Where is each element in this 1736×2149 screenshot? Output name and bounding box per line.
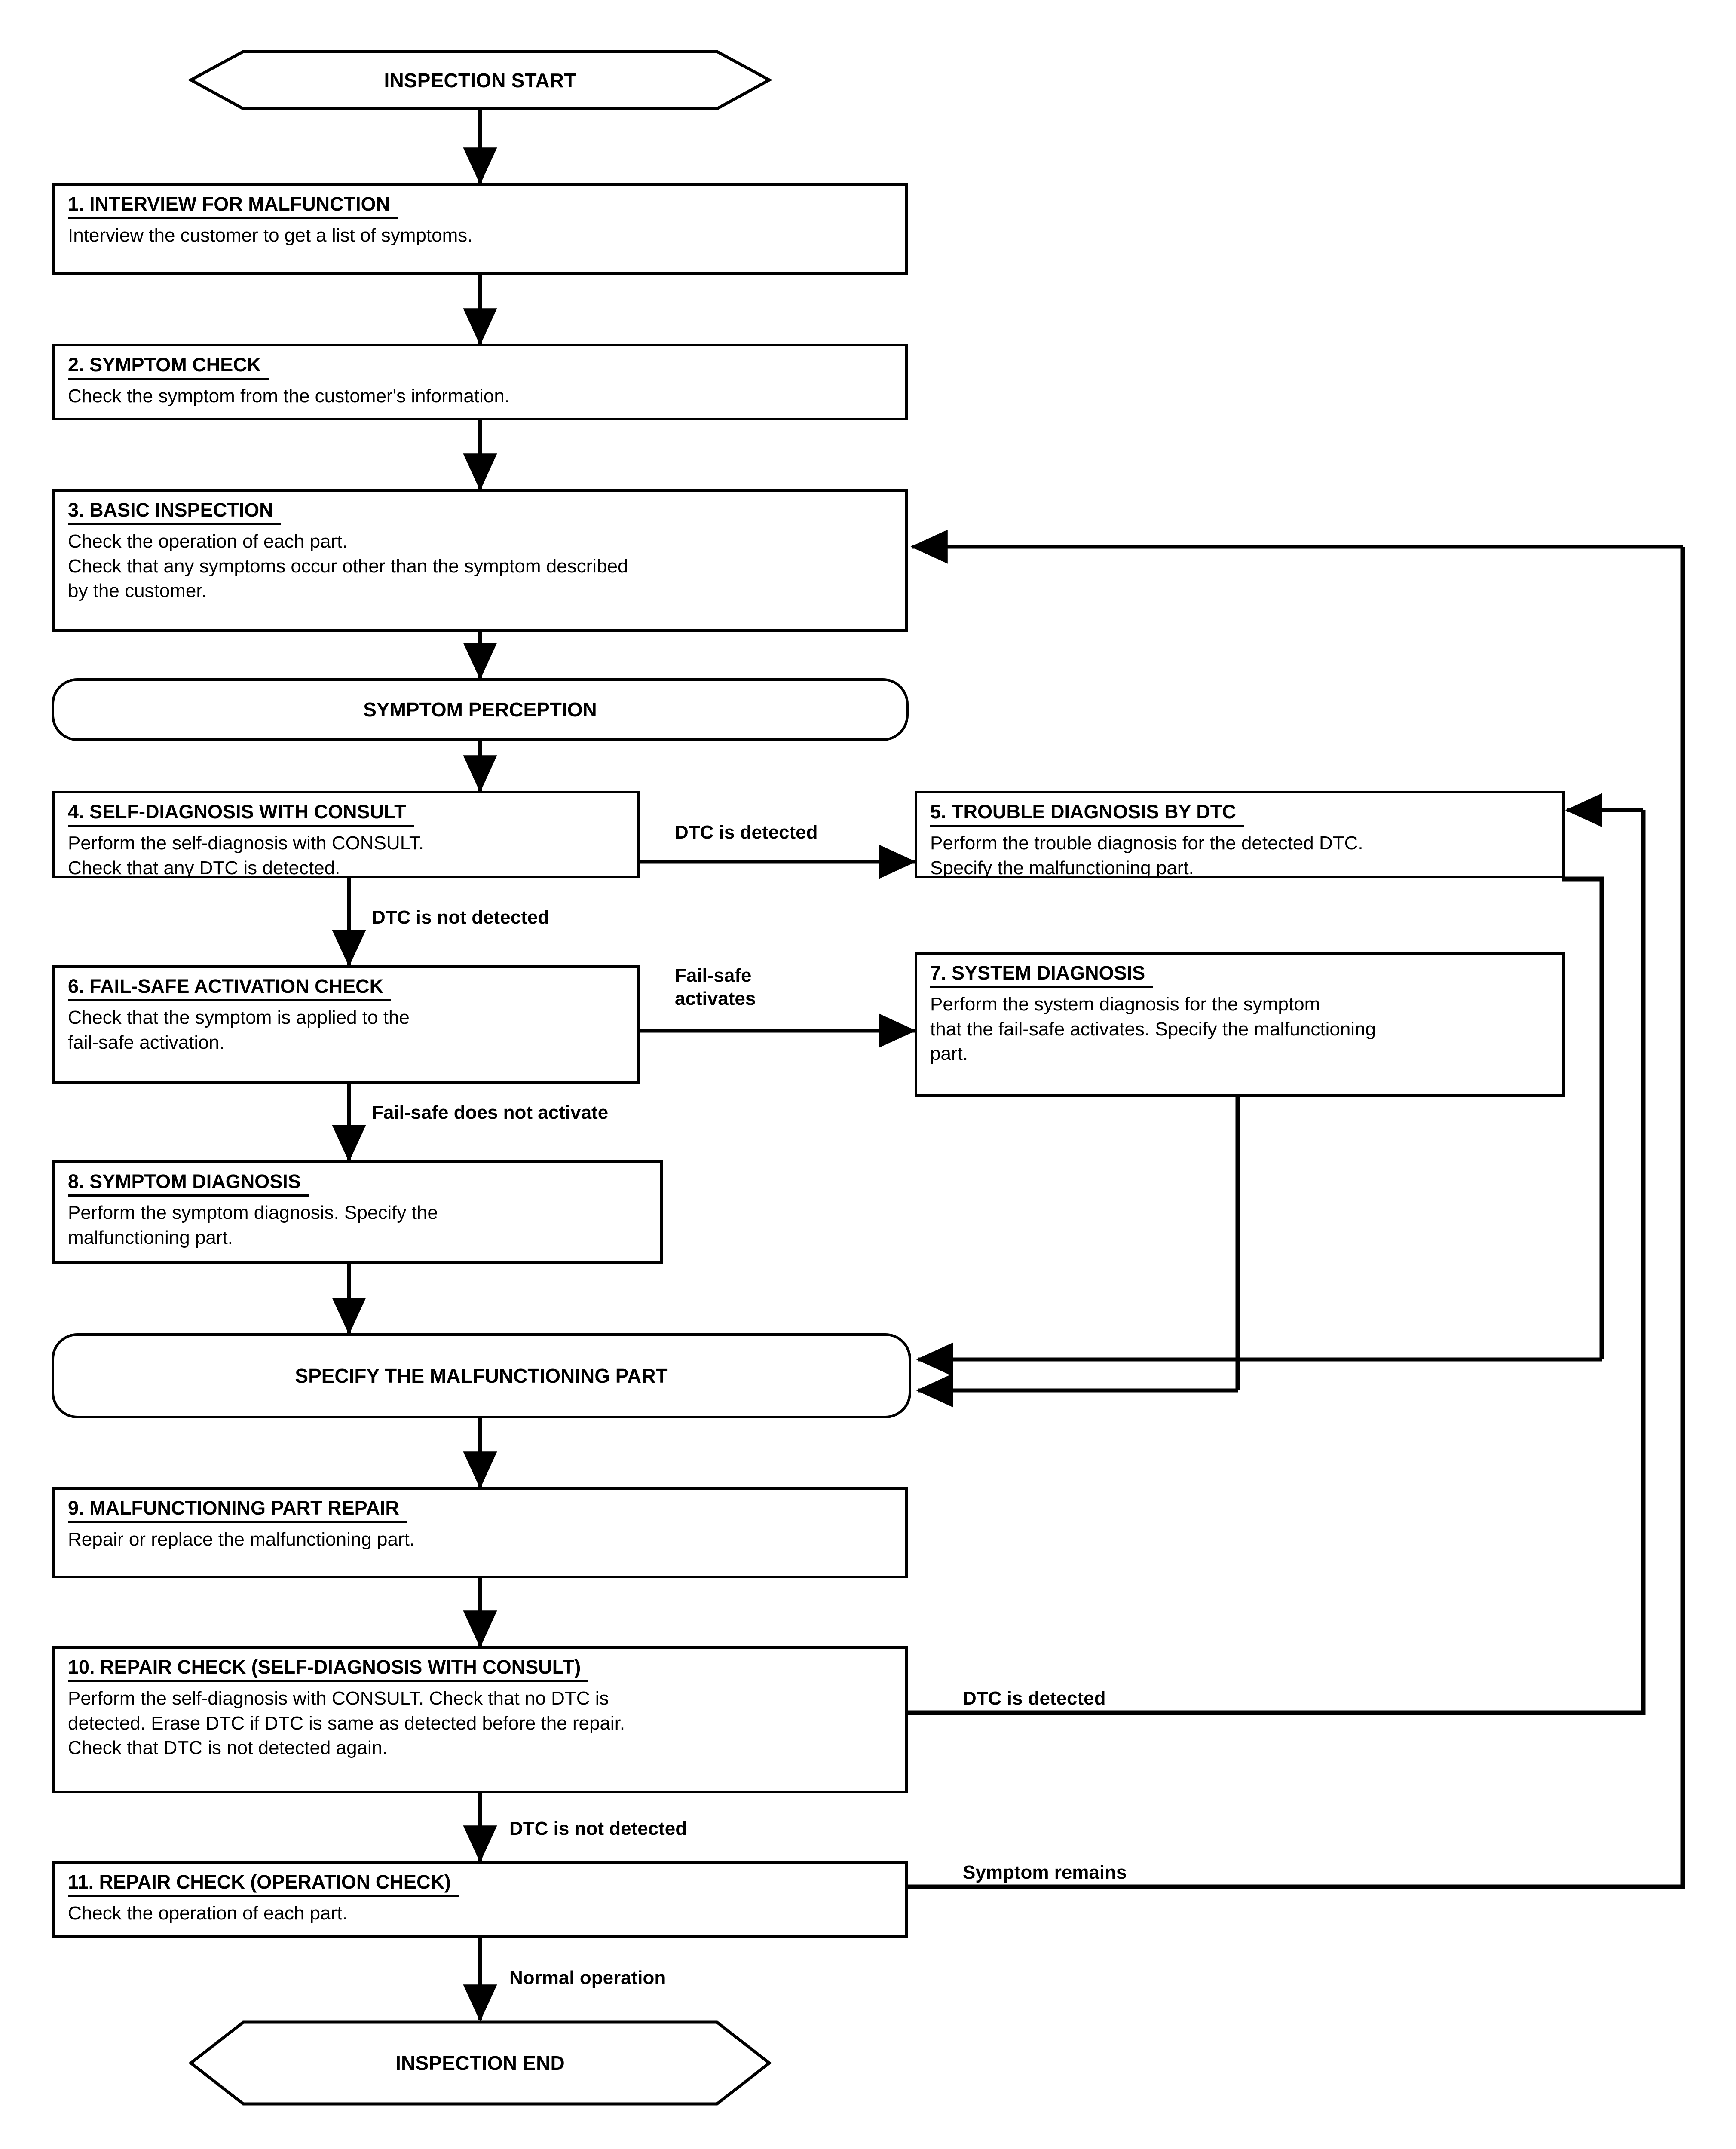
step-box-3[interactable]: 3. BASIC INSPECTION Check the operation …: [52, 489, 908, 632]
stage-symptom-perception[interactable]: SYMPTOM PERCEPTION: [52, 678, 909, 741]
step-10-body: Perform the self-diagnosis with CONSULT.…: [68, 1688, 625, 1758]
step-1-body: Interview the customer to get a list of …: [68, 225, 473, 246]
step-8-body: Perform the symptom diagnosis. Specify t…: [68, 1202, 438, 1248]
step-7-title: 7. SYSTEM DIAGNOSIS: [930, 962, 1153, 989]
step-2-body: Check the symptom from the customer's in…: [68, 386, 510, 407]
start-terminal: INSPECTION START: [191, 52, 769, 109]
end-terminal: INSPECTION END: [191, 2022, 769, 2104]
step-box-1[interactable]: 1. INTERVIEW FOR MALFUNCTION Interview t…: [52, 183, 908, 275]
stage-symptom-perception-label: SYMPTOM PERCEPTION: [363, 698, 597, 721]
step-box-6[interactable]: 6. FAIL-SAFE ACTIVATION CHECK Check that…: [52, 965, 640, 1084]
edge-label-failsafe-activates-line2: activates: [675, 988, 756, 1009]
edge-label-normal-operation: Normal operation: [509, 1967, 666, 1988]
step-11-title: 11. REPAIR CHECK (OPERATION CHECK): [68, 1871, 459, 1898]
step-2-title: 2. SYMPTOM CHECK: [68, 354, 269, 380]
edge-label-dtc-detected-4: DTC is detected: [675, 822, 818, 843]
end-terminal-shape: [188, 2020, 772, 2106]
step-11-body: Check the operation of each part.: [68, 1903, 348, 1924]
step-6-title: 6. FAIL-SAFE ACTIVATION CHECK: [68, 975, 392, 1002]
step-box-5[interactable]: 5. TROUBLE DIAGNOSIS BY DTC Perform the …: [915, 791, 1565, 879]
step-3-title: 3. BASIC INSPECTION: [68, 499, 281, 526]
step-box-11[interactable]: 11. REPAIR CHECK (OPERATION CHECK) Check…: [52, 1861, 908, 1938]
step-5-body: Perform the trouble diagnosis for the de…: [930, 833, 1363, 879]
start-terminal-shape: [187, 50, 773, 110]
step-6-body: Check that the symptom is applied to the…: [68, 1007, 410, 1053]
step-8-title: 8. SYMPTOM DIAGNOSIS: [68, 1170, 309, 1197]
step-9-title: 9. MALFUNCTIONING PART REPAIR: [68, 1497, 407, 1524]
start-terminal-label: INSPECTION START: [384, 69, 576, 92]
step-4-title: 4. SELF-DIAGNOSIS WITH CONSULT: [68, 801, 414, 827]
step-7-body: Perform the system diagnosis for the sym…: [930, 994, 1376, 1064]
step-1-title: 1. INTERVIEW FOR MALFUNCTION: [68, 193, 398, 220]
edge-label-failsafe-activates: Fail-safe activates: [675, 964, 756, 1010]
edge-label-symptom-remains: Symptom remains: [963, 1862, 1127, 1883]
step-5-title: 5. TROUBLE DIAGNOSIS BY DTC: [930, 801, 1244, 827]
edge-label-dtc-detected-10: DTC is detected: [963, 1688, 1106, 1709]
step-9-body: Repair or replace the malfunctioning par…: [68, 1529, 415, 1550]
step-10-title: 10. REPAIR CHECK (SELF-DIAGNOSIS WITH CO…: [68, 1656, 589, 1683]
end-terminal-label: INSPECTION END: [395, 2052, 565, 2074]
stage-specify-part-label: SPECIFY THE MALFUNCTIONING PART: [295, 1365, 668, 1387]
edge-label-failsafe-activates-line1: Fail-safe: [675, 965, 752, 986]
step-3-body: Check the operation of each part. Check …: [68, 531, 628, 601]
step-box-7[interactable]: 7. SYSTEM DIAGNOSIS Perform the system d…: [915, 952, 1565, 1097]
stage-specify-part[interactable]: SPECIFY THE MALFUNCTIONING PART: [52, 1333, 911, 1418]
step-box-2[interactable]: 2. SYMPTOM CHECK Check the symptom from …: [52, 344, 908, 420]
step-box-10[interactable]: 10. REPAIR CHECK (SELF-DIAGNOSIS WITH CO…: [52, 1646, 908, 1793]
step-4-body: Perform the self-diagnosis with CONSULT.…: [68, 833, 424, 879]
edge-label-dtc-not-detected-4: DTC is not detected: [372, 907, 550, 928]
step-box-4[interactable]: 4. SELF-DIAGNOSIS WITH CONSULT Perform t…: [52, 791, 640, 879]
edge-label-dtc-not-detected-10: DTC is not detected: [509, 1818, 687, 1839]
step-box-9[interactable]: 9. MALFUNCTIONING PART REPAIR Repair or …: [52, 1487, 908, 1578]
step-box-8[interactable]: 8. SYMPTOM DIAGNOSIS Perform the symptom…: [52, 1160, 663, 1264]
edge-label-failsafe-not-activate: Fail-safe does not activate: [372, 1102, 609, 1123]
